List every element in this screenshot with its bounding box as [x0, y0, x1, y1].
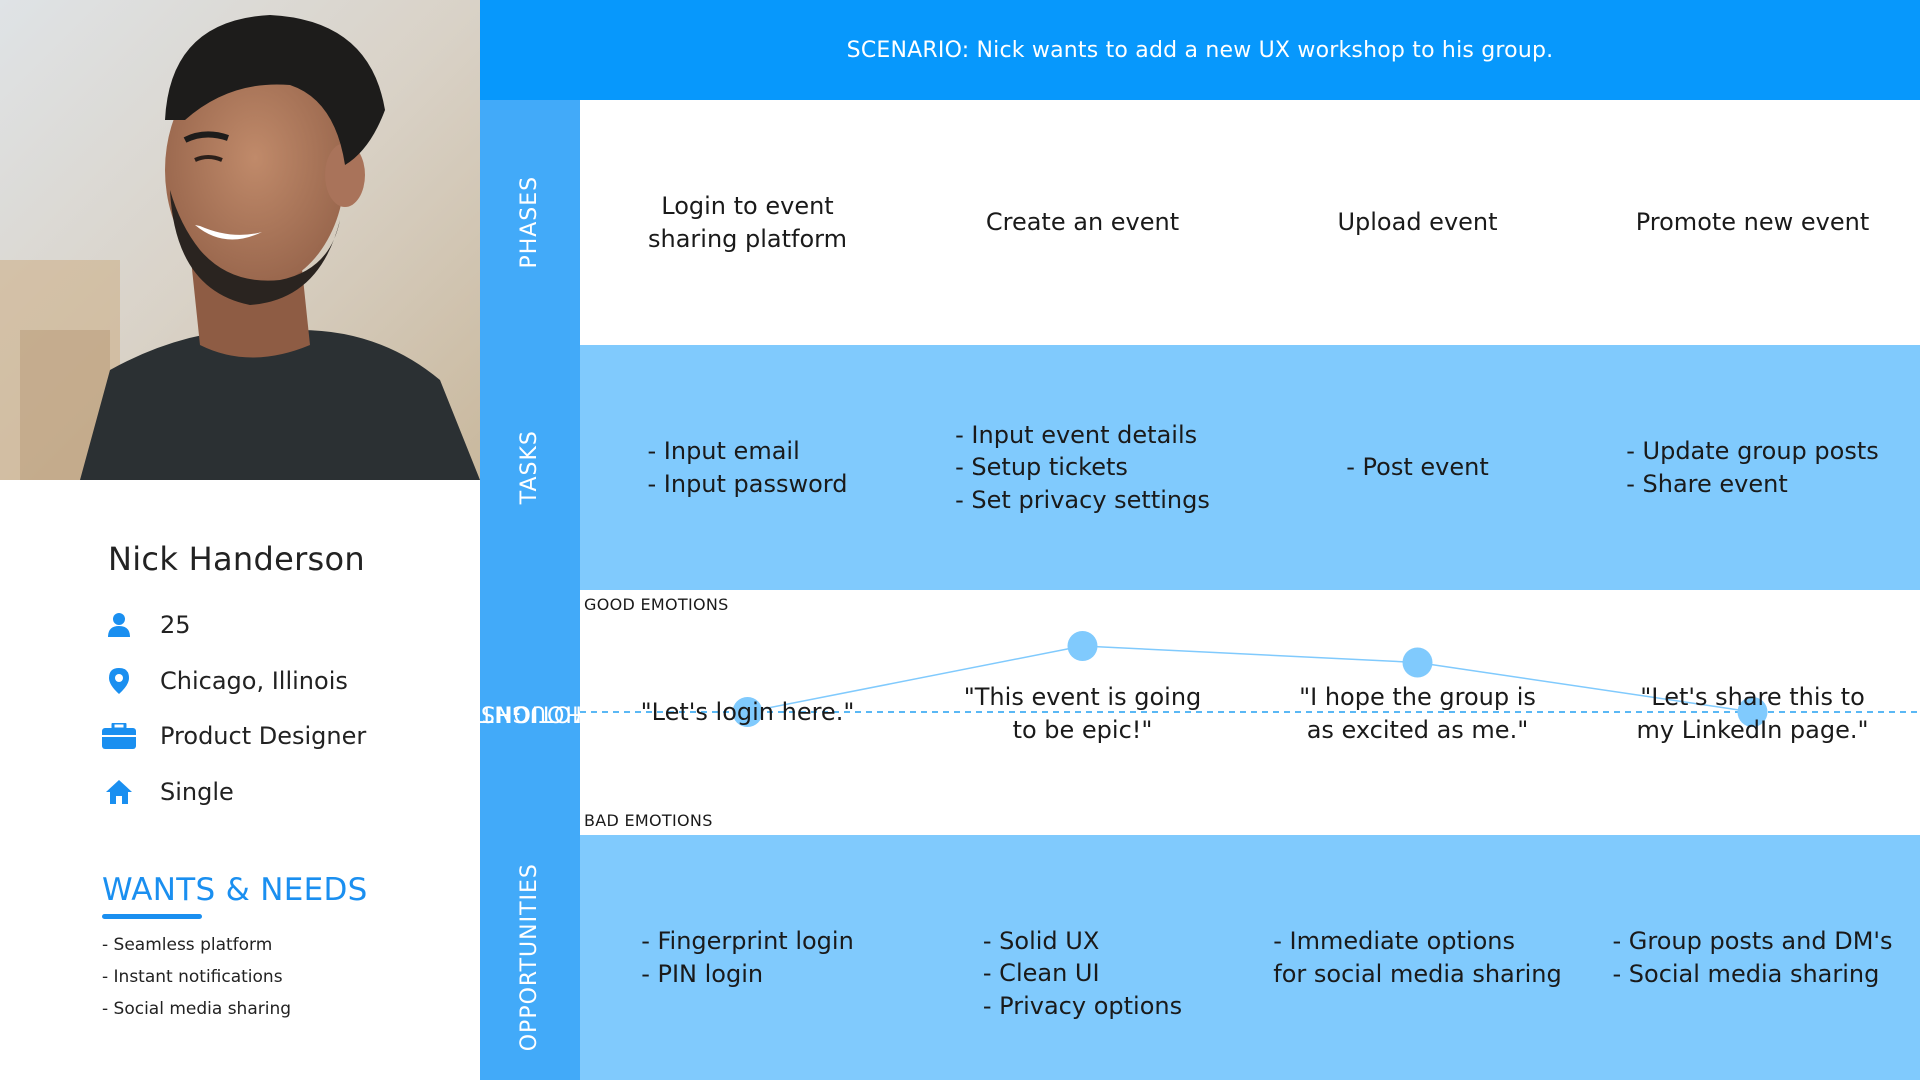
- want-item: - Social media sharing: [102, 999, 292, 1019]
- persona-name: Nick Handerson: [108, 540, 365, 578]
- home-icon: [100, 776, 138, 808]
- persona-age: 25: [160, 611, 191, 639]
- phase-cell: Upload event: [1337, 208, 1498, 237]
- phase-cell: Promote new event: [1635, 208, 1870, 237]
- wants-needs-title: WANTS & NEEDS: [102, 872, 368, 908]
- want-item: - Instant notifications: [102, 967, 283, 987]
- opportunity-cell: - Fingerprint login- PIN login: [641, 927, 854, 988]
- thought-quote: "Let's login here.": [640, 698, 855, 727]
- task-cell: - Post event: [1346, 453, 1489, 482]
- persona-job-row: Product Designer: [100, 718, 366, 754]
- tasks-row: - Input email- Input password - Input ev…: [580, 345, 1920, 590]
- location-pin-icon: [100, 665, 138, 697]
- row-label-tasks: TASKS: [516, 430, 542, 505]
- task-cell: - Update group posts- Share event: [1626, 437, 1879, 498]
- user-icon: [100, 609, 138, 641]
- wants-needs-underline: [102, 914, 202, 919]
- row-label-sidebar: [480, 100, 580, 1080]
- row-label-thoughts-emotions: THOUGHTS &EMOTIONS: [437, 700, 607, 726]
- phase-cell: Create an event: [985, 208, 1180, 237]
- briefcase-icon: [100, 720, 138, 752]
- emotion-segment: [1082, 645, 1418, 664]
- bad-emotions-label: BAD EMOTIONS: [584, 811, 713, 830]
- emotion-segment: [1417, 661, 1753, 713]
- row-label-opportunities: OPPORTUNITIES: [516, 863, 542, 1052]
- opportunity-cell: - Group posts and DM's- Social media sha…: [1612, 927, 1893, 988]
- scenario-banner: SCENARIO: Nick wants to add a new UX wor…: [480, 0, 1920, 100]
- good-emotions-label: GOOD EMOTIONS: [584, 595, 729, 614]
- emotion-curve: [580, 631, 1920, 727]
- opportunities-row: - Fingerprint login- PIN login - Solid U…: [580, 835, 1920, 1080]
- persona-status: Single: [160, 778, 234, 806]
- opportunity-cell: - Solid UX- Clean UI- Privacy options: [982, 926, 1183, 1020]
- emotion-point: [1067, 631, 1098, 661]
- task-cell: - Input event details- Setup tickets- Se…: [955, 420, 1210, 514]
- thought-quotes: "Let's login here." "This event is going…: [580, 590, 1920, 835]
- persona-photo: [0, 0, 480, 480]
- emotion-point: [1737, 697, 1768, 727]
- persona-age-row: 25: [100, 607, 191, 643]
- persona-status-row: Single: [100, 774, 234, 810]
- want-item: - Seamless platform: [102, 935, 273, 955]
- emotion-point: [1402, 647, 1433, 678]
- row-label-phases: PHASES: [516, 176, 542, 269]
- persona-job: Product Designer: [160, 722, 367, 750]
- emotion-point: [732, 697, 763, 727]
- persona-location: Chicago, Illinois: [160, 667, 348, 695]
- emotion-segment: [747, 645, 1083, 713]
- persona-location-row: Chicago, Illinois: [100, 663, 348, 699]
- task-cell: - Input email- Input password: [647, 437, 848, 498]
